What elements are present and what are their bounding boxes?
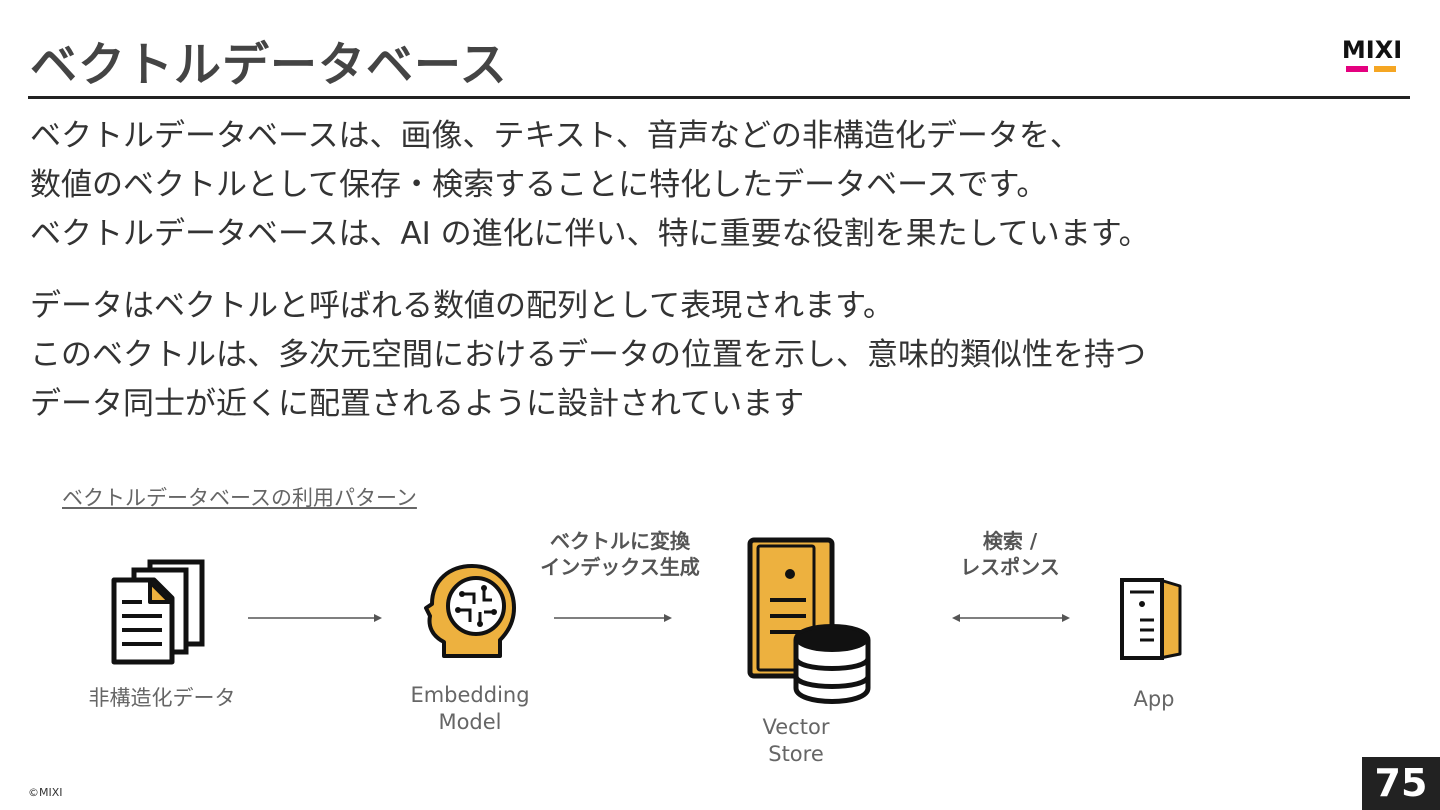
vectorize-label-line-1: ベクトルに変換 (550, 529, 690, 553)
mixi-logo: MIXI (1342, 36, 1402, 72)
detail-line-3: データ同士が近くに配置されるように設計されています (30, 386, 805, 422)
vectorize-edge-label: ベクトルに変換 インデックス生成 (520, 528, 720, 580)
unstructured-data-caption: 非構造化データ (88, 686, 236, 710)
embedding-caption-line-1: Embedding (410, 683, 530, 707)
intro-paragraph: ベクトルデータベースは、画像、テキスト、音声などの非構造化データを、 数値のベク… (30, 112, 1150, 259)
embedding-model-caption: Embedding Model (400, 682, 540, 736)
slide-title: ベクトルデータベース (30, 38, 508, 93)
logo-red-bar (1346, 66, 1368, 72)
server-database-icon (747, 537, 871, 704)
detail-paragraph: データはベクトルと呼ばれる数値の配列として表現されます。 このベクトルは、多次元… (30, 282, 1146, 429)
embedding-caption-line-2: Model (438, 710, 502, 734)
arrow-unstructured-to-embedding (248, 614, 382, 622)
logo-text: MIXI (1342, 36, 1402, 64)
intro-line-2: 数値のベクトルとして保存・検索することに特化したデータベースです。 (30, 167, 1048, 203)
search-response-edge-label: 検索 / レスポンス (930, 528, 1090, 580)
search-label-line-2: レスポンス (960, 555, 1060, 579)
search-label-line-1: 検索 / (982, 529, 1038, 553)
vectorize-label-line-2: インデックス生成 (540, 555, 700, 579)
vector-store-caption: Vector Store (726, 714, 866, 768)
vector-store-caption-line-1: Vector (762, 715, 830, 739)
app-server-icon (1120, 578, 1182, 660)
detail-line-2: このベクトルは、多次元空間におけるデータの位置を示し、意味的類似性を持つ (30, 337, 1146, 373)
documents-icon (111, 559, 205, 665)
arrow-vector-store-app-bidirectional (952, 614, 1070, 622)
usage-pattern-label: ベクトルデータベースの利用パターン (62, 486, 417, 510)
ai-head-icon (424, 564, 516, 658)
arrow-embedding-to-vector-store (554, 614, 672, 622)
vector-store-caption-line-2: Store (768, 742, 824, 766)
app-caption: App (1133, 687, 1175, 711)
title-divider (28, 96, 1410, 99)
copyright-text: ©MIXI (28, 786, 63, 799)
page-number: 75 (1362, 757, 1440, 810)
intro-line-1: ベクトルデータベースは、画像、テキスト、音声などの非構造化データを、 (30, 118, 1081, 154)
intro-line-3: ベクトルデータベースは、AI の進化に伴い、特に重要な役割を果たしています。 (30, 216, 1150, 252)
logo-orange-bar (1374, 66, 1396, 72)
detail-line-1: データはベクトルと呼ばれる数値の配列として表現されます。 (30, 288, 894, 324)
